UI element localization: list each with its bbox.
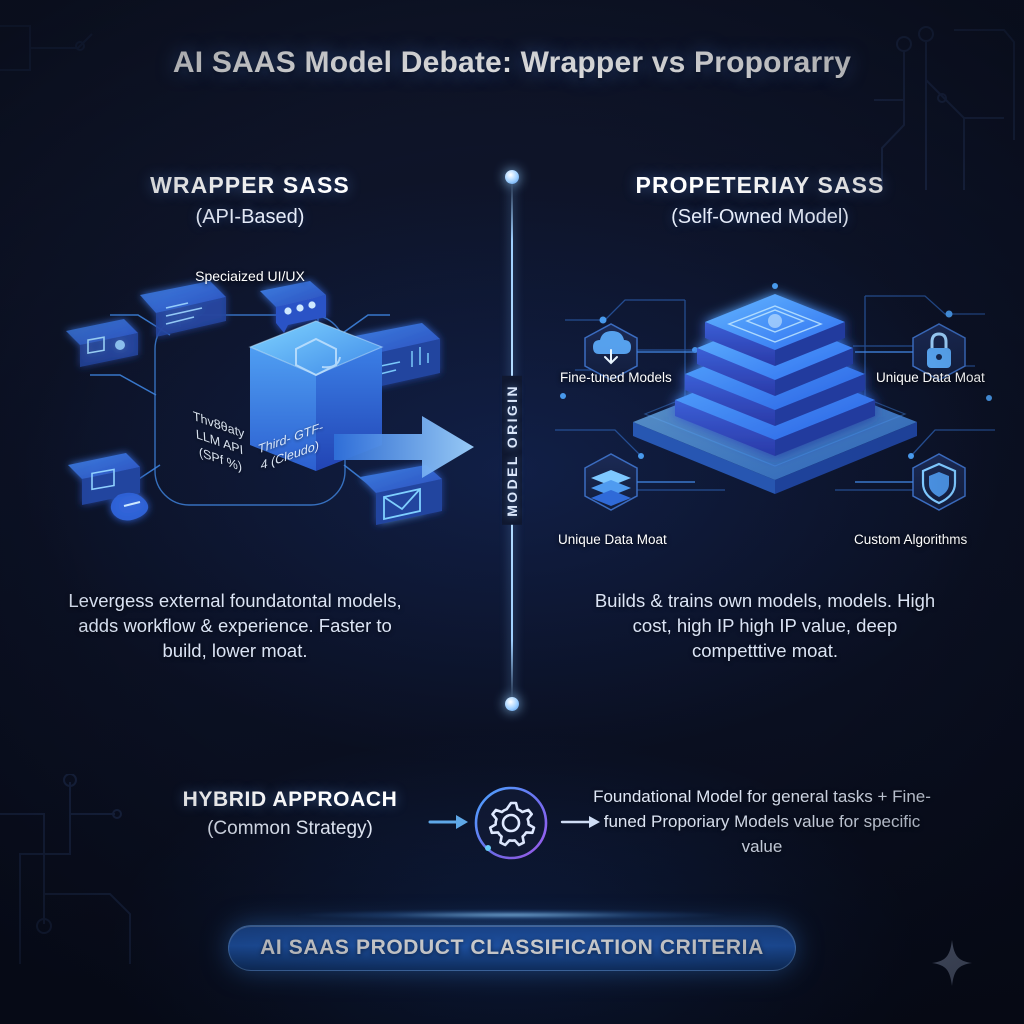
cube-face-right-label: Third- GTF-4 (Cleudo) — [257, 419, 324, 473]
divider-label-text: MODEL ORIGIN — [502, 375, 522, 525]
wrapper-heading: WRAPPER SASS — [150, 172, 350, 198]
column-header-wrapper: WRAPPER SASS (API-Based) — [70, 172, 430, 229]
proprietary-label-4: Custom Algorithms — [854, 532, 968, 547]
proprietary-heading: PROPETERIAY SASS — [635, 172, 885, 198]
hybrid-header: HYBRID APPROACH (Common Strategy) — [120, 788, 460, 840]
icon-hex-shield-check — [912, 453, 966, 511]
cube-face-left-label: Thv8θaty LLM API (SPf %) — [192, 408, 245, 475]
wrapper-subheading: (API-Based) — [195, 206, 305, 228]
proprietary-description: Builds & trains own models, models. High… — [594, 590, 936, 661]
hybrid-heading: HYBRID APPROACH — [182, 788, 398, 811]
proprietary-subheading: (Self-Owned Model) — [671, 206, 849, 228]
divider-dot-bottom — [505, 697, 519, 711]
flow-arrow-right — [330, 412, 480, 482]
hybrid-arrow-left — [428, 810, 470, 834]
column-header-proprietary: PROPETERIAY SASS (Self-Owned Model) — [580, 172, 940, 229]
divider-label: MODEL ORIGIN — [489, 370, 535, 530]
page-title: AI SAAS Model Debate: Wrapper vs Propora… — [172, 46, 852, 79]
hybrid-subheading: (Common Strategy) — [207, 818, 373, 839]
sparkle-icon — [930, 938, 974, 988]
proprietary-label-3: Unique Data Moat — [558, 532, 667, 547]
floating-card-window-1 — [140, 281, 226, 337]
hybrid-gear — [470, 782, 552, 864]
icon-hex-database-layers — [584, 453, 638, 511]
banner-glow — [232, 908, 792, 922]
hybrid-description: Foundational Model for general tasks + F… — [593, 787, 931, 856]
proprietary-illustration — [545, 280, 1005, 570]
classification-banner[interactable]: AI SAAS PRODUCT CLASSIFICATION CRITERIA — [228, 925, 796, 971]
floating-card-window-3 — [68, 453, 149, 521]
classification-banner-text: AI SAAS PRODUCT CLASSIFICATION CRITERIA — [260, 936, 764, 959]
proprietary-label-1: Fine-tuned Models — [560, 370, 672, 385]
floating-card-window-2 — [66, 319, 138, 367]
wrapper-description: Levergess external foundatontal models, … — [68, 590, 402, 661]
divider-dot-top — [505, 170, 519, 184]
wrapper-art-caption: Speciaized UI/UX — [195, 268, 305, 284]
proprietary-label-2: Unique Data Moat — [876, 370, 985, 385]
